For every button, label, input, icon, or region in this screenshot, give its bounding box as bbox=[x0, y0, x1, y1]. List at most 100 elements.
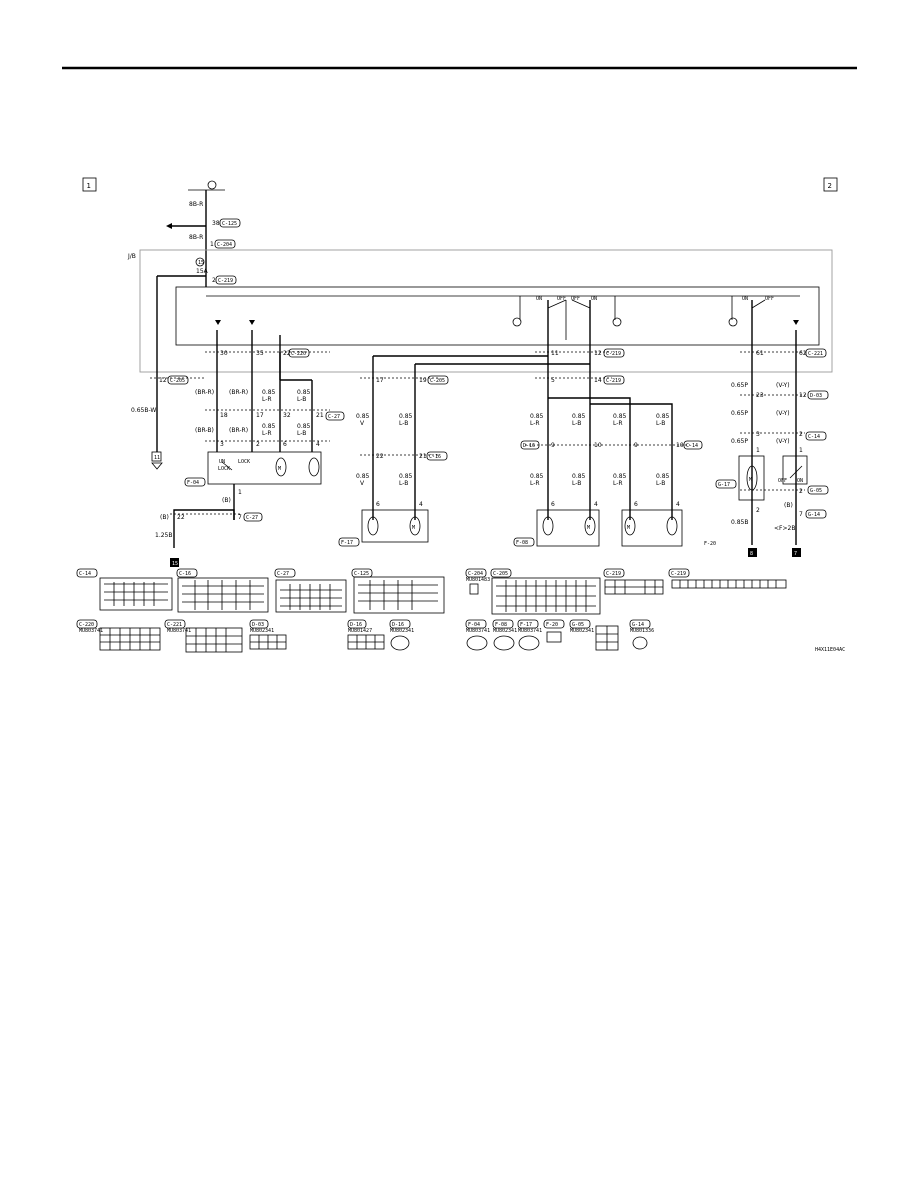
svg-text:0.85: 0.85 bbox=[356, 413, 370, 420]
wire-0-65p: 0.65P bbox=[731, 438, 748, 445]
svg-text:0.85: 0.85 bbox=[530, 413, 544, 420]
svg-text:0.85: 0.85 bbox=[399, 413, 413, 420]
svg-text:4: 4 bbox=[676, 501, 680, 508]
svg-text:21: 21 bbox=[419, 453, 427, 460]
svg-text:C-205: C-205 bbox=[493, 571, 508, 577]
svg-text:(V-Y): (V-Y) bbox=[776, 410, 790, 417]
part-code-6: MU803741 bbox=[518, 628, 542, 634]
svg-text:1: 1 bbox=[799, 447, 803, 454]
fuse-rating: 15A bbox=[196, 268, 209, 275]
svg-text:L-R: L-R bbox=[613, 420, 623, 427]
svg-text:C-125: C-125 bbox=[354, 571, 369, 577]
svg-text:4: 4 bbox=[419, 501, 423, 508]
svg-text:0.85: 0.85 bbox=[613, 473, 627, 480]
junction-block bbox=[139, 249, 833, 373]
svg-text:14: 14 bbox=[594, 377, 602, 384]
svg-text:C-221: C-221 bbox=[167, 622, 182, 628]
component-f20: M F-20 bbox=[621, 509, 716, 547]
svg-text:38: 38 bbox=[212, 220, 220, 227]
wire-br-r-1: (BR-R) bbox=[195, 389, 214, 396]
svg-text:12: 12 bbox=[799, 392, 807, 399]
svg-text:MU802341: MU802341 bbox=[493, 628, 517, 634]
component-f17: M F-17 bbox=[338, 509, 429, 547]
svg-text:0.85: 0.85 bbox=[356, 473, 370, 480]
harness-wires bbox=[173, 330, 797, 548]
svg-text:12: 12 bbox=[159, 377, 167, 384]
switch-state-off-3: OFF bbox=[765, 296, 774, 302]
svg-text:L-B: L-B bbox=[656, 420, 665, 427]
connector-split-lines bbox=[150, 351, 805, 515]
svg-text:2: 2 bbox=[256, 441, 260, 448]
svg-text:61: 61 bbox=[756, 350, 764, 357]
connector-g17-label: G-14 bbox=[632, 622, 644, 628]
svg-text:L-R: L-R bbox=[530, 480, 540, 487]
svg-text:2: 2 bbox=[756, 507, 760, 514]
connector-d16-label: D-03 bbox=[810, 393, 822, 399]
svg-text:L-B: L-B bbox=[297, 396, 306, 403]
svg-text:M: M bbox=[278, 466, 281, 472]
switch-state-on-2: ON bbox=[591, 296, 597, 302]
component-f08-label: F-08 bbox=[516, 540, 528, 546]
connector-f04-label: D-16 bbox=[392, 622, 404, 628]
wire-br-b: (BR-B) bbox=[195, 427, 214, 434]
connector-d03-label: C-14 bbox=[686, 443, 698, 449]
svg-text:22: 22 bbox=[283, 350, 291, 357]
svg-text:9: 9 bbox=[551, 442, 555, 449]
svg-text:C-220: C-220 bbox=[79, 622, 94, 628]
wire-8b-r-top: 8B-R bbox=[189, 201, 203, 208]
svg-text:2: 2 bbox=[799, 431, 803, 438]
wire-br-r-3: (BR-R) bbox=[229, 427, 248, 434]
wire-color-labels: (BR-R) (BR-R) (BR-B) (BR-R) 0.85L-R 0.85… bbox=[131, 382, 795, 539]
svg-text:C-14: C-14 bbox=[79, 571, 91, 577]
fuse: 15 15A 2 C-219 bbox=[156, 256, 237, 452]
svg-text:4: 4 bbox=[316, 441, 320, 448]
component-g05: OFF ON G-05 G-14 bbox=[778, 455, 829, 519]
page-marker-left bbox=[82, 177, 97, 192]
svg-text:0.85: 0.85 bbox=[572, 413, 586, 420]
switch-state-off-1: OFF bbox=[557, 296, 566, 302]
svg-text:19: 19 bbox=[419, 377, 427, 384]
svg-text:6: 6 bbox=[634, 501, 638, 508]
connector-c204-label: C-204 bbox=[217, 242, 232, 248]
part-code-2: MU802341 bbox=[250, 628, 274, 634]
svg-text:C-204: C-204 bbox=[468, 571, 483, 577]
svg-text:22: 22 bbox=[376, 453, 384, 460]
svg-text:12: 12 bbox=[594, 350, 602, 357]
svg-text:M: M bbox=[749, 477, 752, 483]
svg-text:C-27: C-27 bbox=[277, 571, 289, 577]
switch-g05-off: OFF bbox=[778, 478, 787, 484]
svg-text:18: 18 bbox=[220, 412, 228, 419]
part-code-4: MU801427 bbox=[348, 628, 372, 634]
fuse-number: 15 bbox=[198, 260, 204, 266]
svg-text:2: 2 bbox=[212, 277, 216, 284]
svg-text:7: 7 bbox=[238, 514, 242, 521]
svg-text:35: 35 bbox=[256, 350, 264, 357]
svg-text:D-16: D-16 bbox=[523, 443, 535, 449]
door-lock-actuator: UN LOCK LOCK M F-04 bbox=[184, 451, 322, 487]
svg-text:0.85: 0.85 bbox=[297, 423, 311, 430]
svg-text:11: 11 bbox=[551, 350, 559, 357]
svg-text:6: 6 bbox=[283, 441, 287, 448]
power-supply: 8B-R 8B-R 38 C-125 1 C-204 bbox=[166, 180, 241, 256]
connector-c221-label: C-221 bbox=[808, 351, 823, 357]
svg-text:1: 1 bbox=[756, 447, 760, 454]
page-marker-right bbox=[823, 177, 838, 192]
svg-text:L-R: L-R bbox=[530, 420, 540, 427]
pin-numbers: 30 35 22 11 12 61 62 12 17 19 5 14 18 17… bbox=[159, 350, 807, 521]
svg-text:4: 4 bbox=[594, 501, 598, 508]
svg-text:30: 30 bbox=[220, 350, 228, 357]
component-g05-label: G-05 bbox=[810, 488, 822, 494]
connector-g14-label: G-05 bbox=[572, 622, 584, 628]
page-marker-left-label: 1 bbox=[87, 182, 91, 190]
switch-un: UN bbox=[219, 459, 225, 465]
svg-text:MU803741: MU803741 bbox=[79, 628, 103, 634]
svg-text:C-16: C-16 bbox=[179, 571, 191, 577]
svg-text:L-B: L-B bbox=[656, 480, 665, 487]
connector-f17-label: F-08 bbox=[495, 622, 507, 628]
svg-text:6: 6 bbox=[376, 501, 380, 508]
component-f04-label: F-04 bbox=[187, 480, 199, 486]
svg-text:MU803741: MU803741 bbox=[167, 628, 191, 634]
svg-text:M: M bbox=[627, 525, 630, 531]
svg-text:62: 62 bbox=[799, 350, 807, 357]
svg-text:3: 3 bbox=[220, 441, 224, 448]
